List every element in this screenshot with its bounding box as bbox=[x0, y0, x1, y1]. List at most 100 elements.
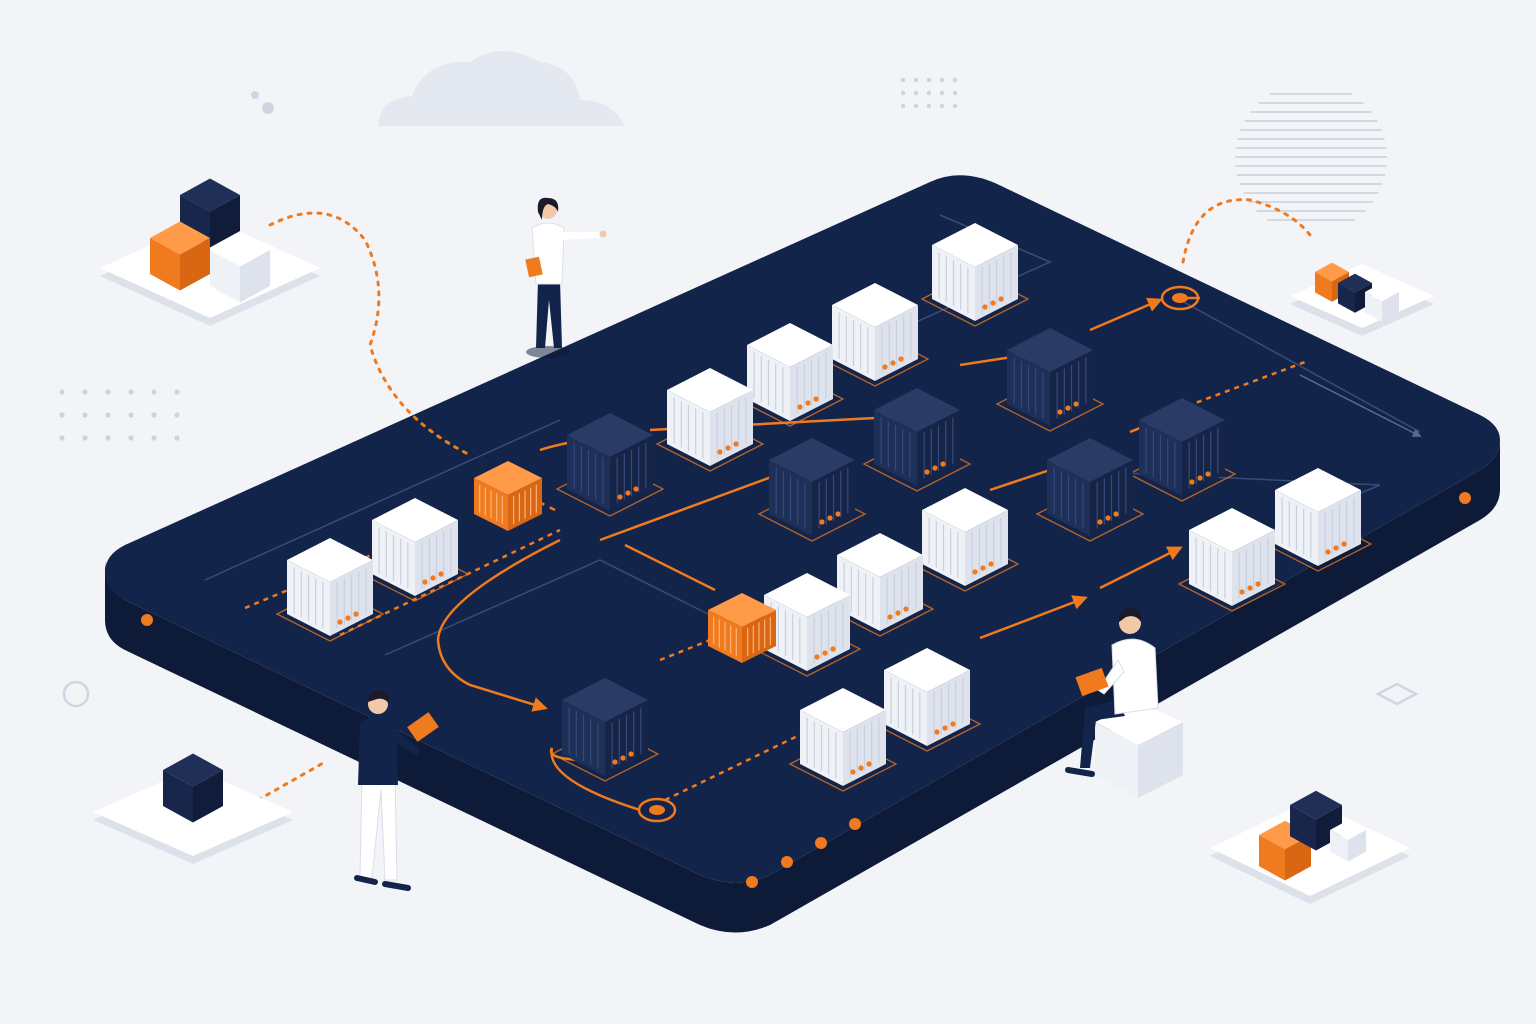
orange-cube bbox=[150, 221, 210, 291]
flow-path bbox=[268, 211, 472, 457]
indicator-light bbox=[887, 614, 893, 620]
dot-grid-icon bbox=[59, 389, 180, 441]
indicator-light bbox=[625, 490, 631, 496]
indicator-light bbox=[1197, 475, 1203, 481]
cloud-icon bbox=[378, 51, 625, 126]
diamond-outline-icon bbox=[1375, 682, 1419, 706]
flow-path bbox=[1299, 374, 1422, 437]
background-decorations bbox=[59, 51, 1419, 708]
white-container bbox=[910, 488, 1020, 592]
indicator-light bbox=[822, 650, 828, 656]
white-container bbox=[825, 533, 935, 637]
dot-icon bbox=[251, 91, 259, 99]
people bbox=[354, 197, 1183, 891]
indicator-light bbox=[422, 579, 428, 585]
striped-circle-icon bbox=[1235, 93, 1387, 221]
flow-path bbox=[1099, 546, 1183, 590]
dark-cube bbox=[163, 753, 223, 823]
man-with-tablet bbox=[354, 690, 439, 891]
dark-container bbox=[1035, 438, 1145, 542]
indicator-light bbox=[827, 515, 833, 521]
indicator-light bbox=[924, 469, 930, 475]
indicator-light bbox=[982, 304, 988, 310]
indicator-light bbox=[620, 755, 626, 761]
indicator-light bbox=[813, 396, 819, 402]
lane-outline bbox=[1179, 299, 1421, 433]
orange-container bbox=[474, 461, 542, 531]
indicator-light bbox=[1113, 511, 1119, 517]
indicator-light bbox=[950, 721, 956, 727]
white-container bbox=[735, 323, 845, 427]
flow-path bbox=[664, 728, 811, 802]
indicator-light bbox=[1073, 401, 1079, 407]
indicator-light bbox=[345, 615, 351, 621]
white-container bbox=[820, 283, 930, 387]
tablet-icon bbox=[525, 256, 543, 278]
side-pads bbox=[93, 178, 1434, 904]
indicator-light bbox=[990, 300, 996, 306]
white-container bbox=[920, 223, 1030, 327]
flow-path bbox=[1149, 360, 1306, 422]
dark-container bbox=[862, 388, 972, 492]
flow-path bbox=[1181, 198, 1312, 264]
dark-container bbox=[550, 678, 660, 782]
white-container bbox=[360, 498, 470, 602]
indicator-light bbox=[866, 761, 872, 767]
status-light bbox=[781, 856, 793, 868]
white-cube bbox=[210, 233, 270, 303]
indicator-light bbox=[1247, 585, 1253, 591]
indicator-light bbox=[830, 646, 836, 652]
indicator-light bbox=[1065, 405, 1071, 411]
indicator-light bbox=[438, 571, 444, 577]
indicator-light bbox=[882, 364, 888, 370]
indicator-light bbox=[940, 461, 946, 467]
indicator-light bbox=[988, 561, 994, 567]
man-seated-laptop bbox=[1065, 608, 1183, 798]
indicator-light bbox=[895, 610, 901, 616]
tablet-icon bbox=[407, 712, 439, 742]
flow-path bbox=[624, 543, 716, 592]
lane-outline bbox=[204, 419, 561, 581]
indicator-light bbox=[850, 769, 856, 775]
indicator-light bbox=[1189, 479, 1195, 485]
dark-container bbox=[995, 328, 1105, 432]
status-light bbox=[141, 614, 153, 626]
white-container bbox=[655, 368, 765, 472]
indicator-light bbox=[337, 619, 343, 625]
indicator-light bbox=[725, 445, 731, 451]
white-container bbox=[872, 648, 982, 752]
indicator-light bbox=[353, 611, 359, 617]
indicator-light bbox=[1105, 515, 1111, 521]
indicator-light bbox=[972, 569, 978, 575]
side-pad-bottom-right bbox=[1210, 790, 1410, 904]
flow-path bbox=[256, 760, 327, 802]
white-container bbox=[275, 538, 385, 642]
indicator-light bbox=[633, 486, 639, 492]
indicator-light bbox=[733, 441, 739, 447]
status-light bbox=[746, 876, 758, 888]
orange-container bbox=[708, 593, 776, 663]
status-light bbox=[1459, 492, 1471, 504]
lane-outline bbox=[384, 559, 721, 656]
indicator-light bbox=[1239, 589, 1245, 595]
flow-path bbox=[436, 538, 561, 712]
indicator-light bbox=[942, 725, 948, 731]
indicator-light bbox=[1333, 545, 1339, 551]
indicator-light bbox=[617, 494, 623, 500]
indicator-light bbox=[814, 654, 820, 660]
indicator-light bbox=[898, 356, 904, 362]
side-pad-top-right bbox=[1290, 262, 1434, 336]
flow-node bbox=[1160, 285, 1200, 311]
indicator-light bbox=[1057, 409, 1063, 415]
flow-path bbox=[979, 595, 1088, 640]
side-pad-top-left bbox=[100, 178, 320, 326]
indicator-light bbox=[980, 565, 986, 571]
woman-pointing bbox=[525, 197, 607, 358]
flow-path bbox=[599, 469, 788, 542]
indicator-light bbox=[998, 296, 1004, 302]
white-container bbox=[1177, 508, 1287, 612]
indicator-light bbox=[819, 519, 825, 525]
dark-container bbox=[757, 438, 867, 542]
dark-container bbox=[555, 413, 665, 517]
